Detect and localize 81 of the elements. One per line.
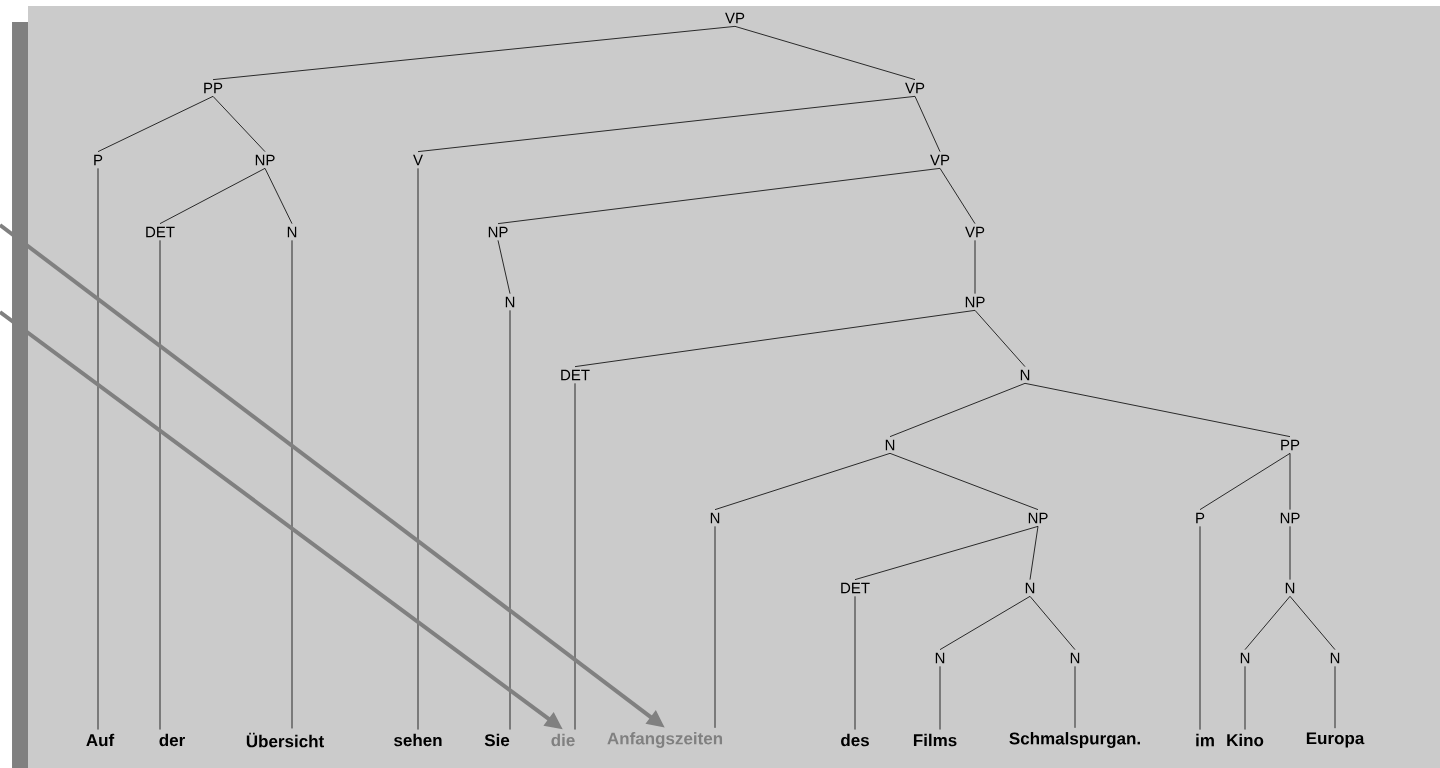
category-label: VP [725,12,745,24]
category-label: DET [841,582,870,594]
branch-line [574,382,576,730]
category-label: P [94,154,103,166]
category-label: N [1330,652,1340,664]
word-label: Anfangszeiten [607,732,723,748]
branch-line [1244,595,1291,651]
branch-line [939,167,976,225]
category-label: N [710,512,720,524]
word-label: Schmalspurgan. [1009,732,1140,748]
category-label: N [885,439,895,451]
branch-line [509,309,511,730]
branch-line [854,525,1039,581]
branch-line [1334,665,1336,729]
category-label: N [1285,582,1295,594]
branch-line [1024,382,1291,438]
branch-line [939,665,941,730]
branch-line [1029,595,1076,651]
category-label: P [1196,512,1205,524]
branch-line [1199,525,1201,731]
branch-line [854,595,856,730]
category-label: PP [1281,439,1300,451]
branch-line [974,309,1026,368]
category-label: N [1020,369,1030,381]
category-label: N [1240,652,1250,664]
branch-line [264,167,293,225]
branch-line [889,382,1026,438]
word-label: des [841,733,869,747]
word-label: Films [913,733,957,747]
branch-line [974,239,976,295]
branch-line [212,95,266,153]
word-label: Sie [484,733,510,747]
branch-line [714,452,891,511]
branch-line [1289,525,1291,581]
branch-line [291,239,293,729]
branch-line [1289,452,1291,511]
word-label: der [159,733,185,747]
category-label: NP [1028,512,1048,524]
branch-line [497,167,941,225]
branch-line [714,525,716,729]
word-label: Europa [1306,732,1365,748]
branch-line [914,95,941,153]
word-label: sehen [394,733,442,747]
category-label: PP [204,82,223,94]
word-label: im [1196,733,1214,747]
word-label: die [551,733,575,747]
branch-line [939,595,1031,651]
branch-line [212,25,736,81]
branch-line [1244,665,1246,730]
category-label: DET [146,226,175,238]
category-label: N [287,226,297,238]
category-label: VP [905,82,925,94]
category-label: VP [930,154,950,166]
category-label: NP [1280,512,1300,524]
category-label: NP [488,226,508,238]
category-label: V [413,154,423,166]
branch-line [1199,452,1291,511]
branch-line [159,167,266,225]
category-label: VP [965,226,985,238]
branch-line [889,452,1039,511]
branch-line [1074,665,1076,729]
category-label: NP [255,154,275,166]
word-label: Auf [86,733,115,747]
category-label: N [1070,652,1080,664]
branch-line [417,95,916,153]
branch-line [497,239,511,295]
word-label: Kino [1227,733,1264,747]
category-label: N [1025,582,1035,594]
branch-line [159,239,161,730]
category-label: NP [965,296,985,308]
branch-line [417,167,419,730]
branch-line [97,95,214,153]
category-label: N [505,296,515,308]
category-label: DET [561,369,590,381]
branch-line [97,167,99,730]
branch-line [1289,595,1336,651]
branch-line [574,309,976,368]
word-label: Übersicht [246,732,324,748]
category-label: N [935,652,945,664]
branch-line [1029,525,1039,581]
branch-line [734,25,916,81]
